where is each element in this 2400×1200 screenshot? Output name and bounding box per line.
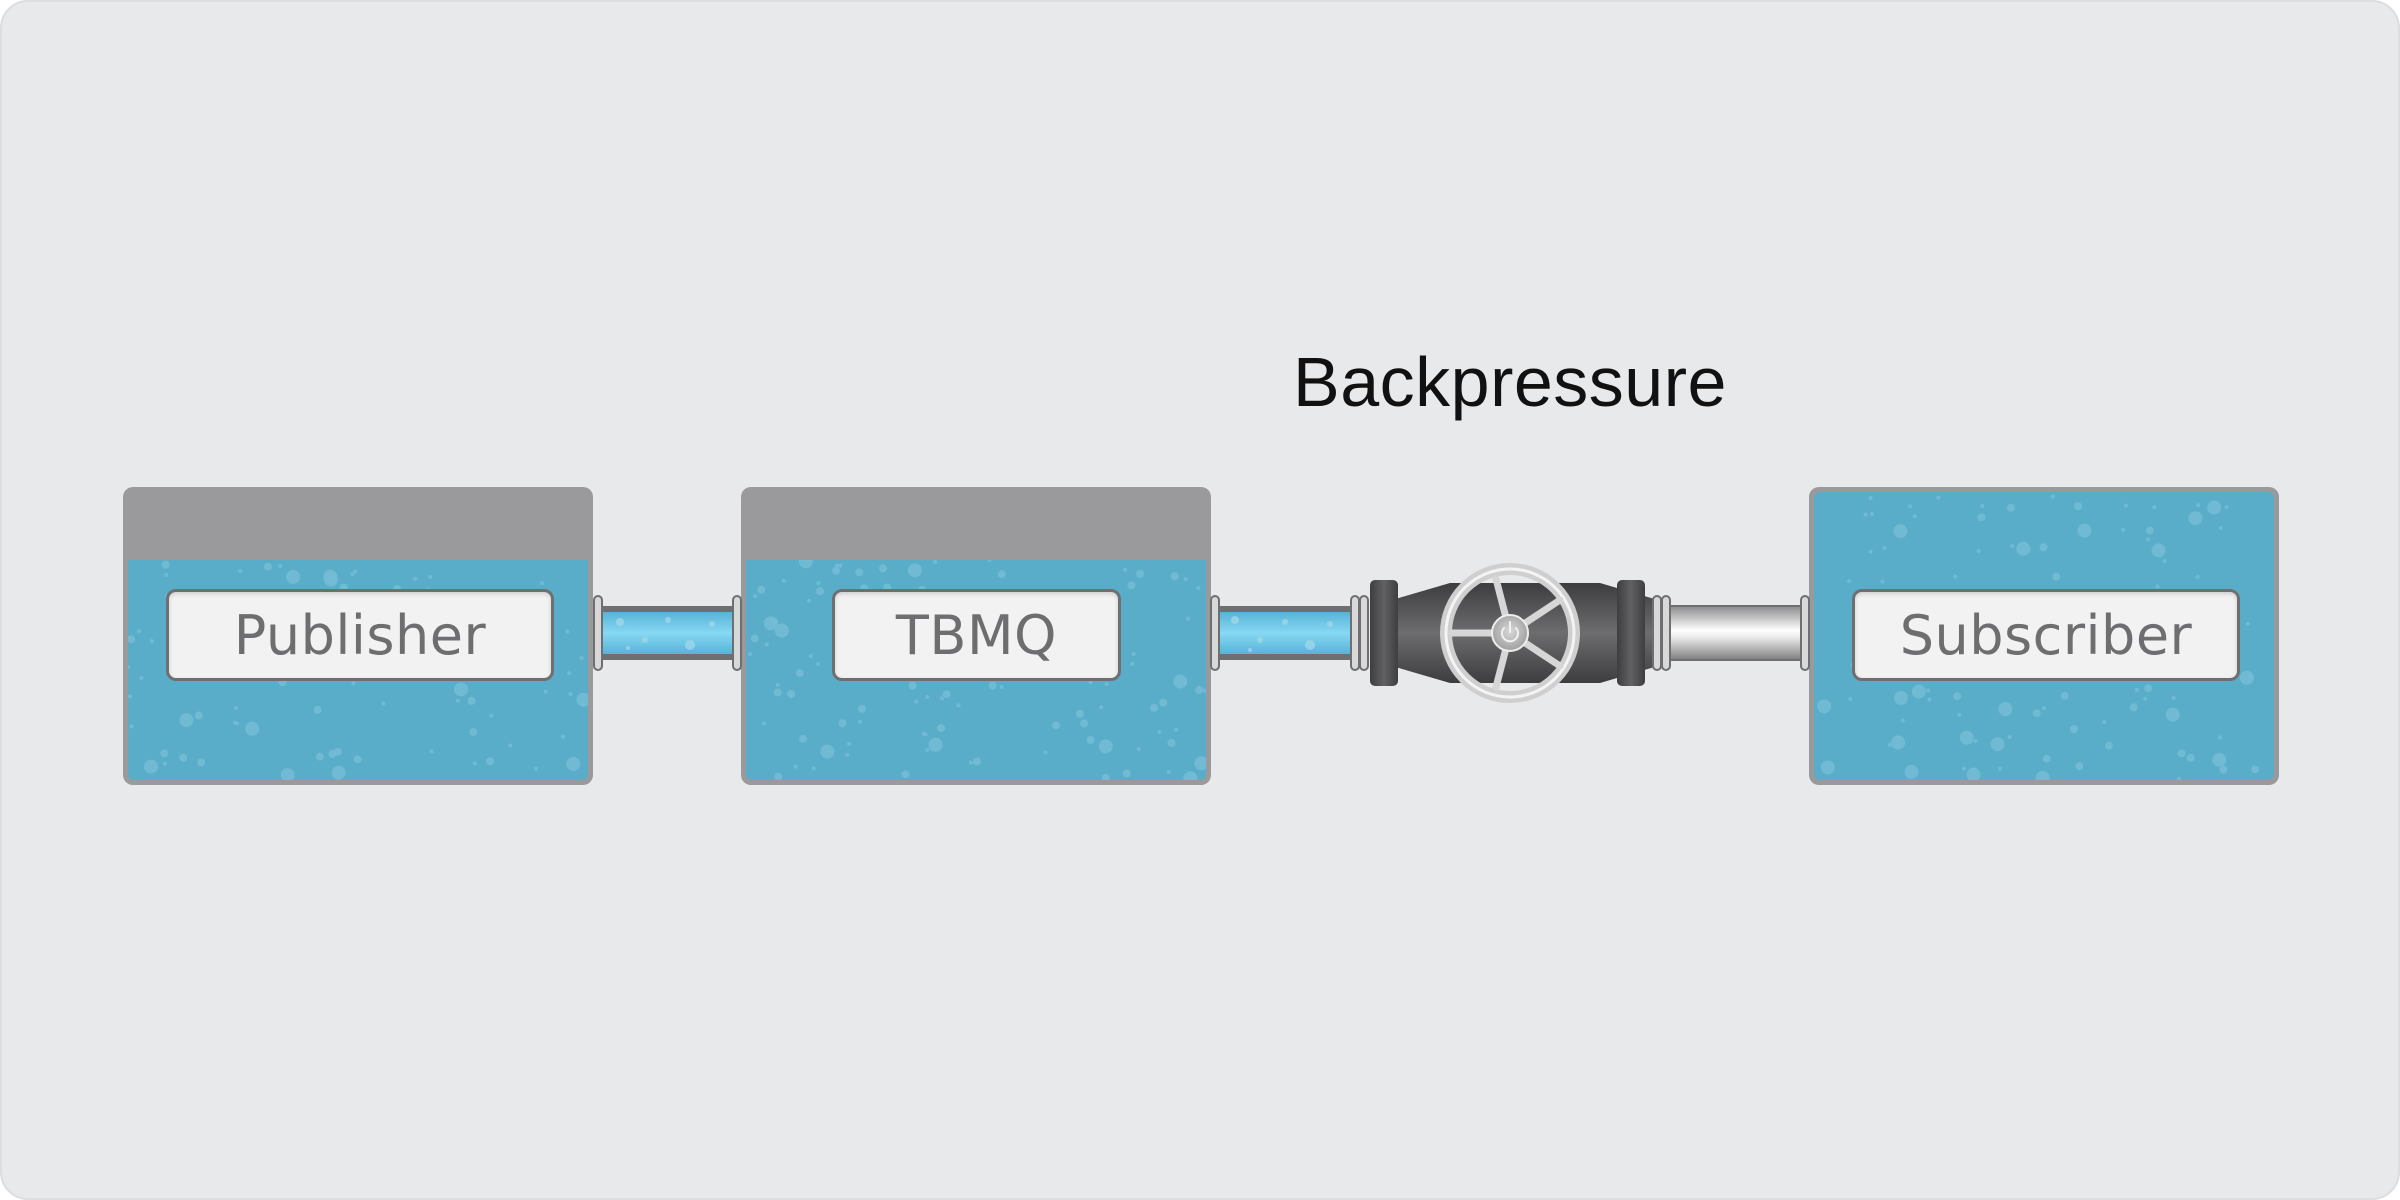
power-icon: [1501, 621, 1519, 643]
publisher-label: Publisher: [166, 589, 554, 681]
valve-wheel-icon[interactable]: [1440, 563, 1580, 703]
pipe-publisher-tbmq: [593, 595, 742, 671]
valve-icon[interactable]: [1370, 563, 1658, 703]
subscriber-label: Subscriber: [1852, 589, 2240, 681]
pipe-tbmq-valve: [1210, 595, 1369, 671]
tbmq-label: TBMQ: [832, 589, 1121, 681]
pipe-valve-subscriber: [1652, 595, 1810, 671]
backpressure-title: Backpressure: [1293, 343, 1727, 421]
